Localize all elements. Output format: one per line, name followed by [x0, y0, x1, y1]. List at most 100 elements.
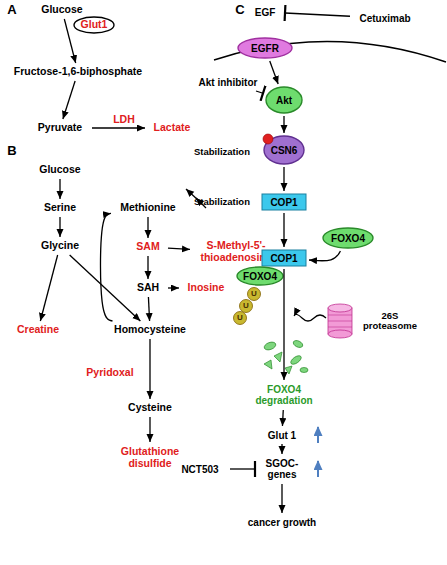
increase-arrow — [317, 427, 319, 443]
wavy-arrow — [294, 314, 326, 321]
panel-letter: C — [235, 3, 244, 16]
reaction-arrow — [149, 417, 150, 442]
reaction-arrow — [283, 269, 284, 380]
pathway-node: Akt inhibitor — [191, 75, 265, 89]
protein-box: COP1 — [261, 249, 307, 267]
protein-ellipse: FOXO4 — [322, 227, 374, 249]
node-text: EGFR — [251, 43, 279, 54]
ubiquitin-label: U — [251, 290, 257, 298]
node-text: FOXO4 — [243, 271, 277, 282]
ubiquitin-circle — [234, 312, 247, 325]
pathway-node: Glucose — [30, 163, 90, 177]
reaction-arrow — [309, 251, 340, 261]
node-text: SAM — [136, 241, 159, 253]
pathway-node: Homocysteine — [109, 323, 191, 337]
node-ellipse — [74, 17, 114, 33]
inhibition-line — [256, 91, 263, 93]
reaction-arrow — [283, 213, 284, 247]
reaction-arrow — [149, 339, 150, 399]
ubiquitin-circle — [248, 288, 261, 301]
node-text: Homocysteine — [114, 324, 186, 336]
pathway-node: Creatine — [10, 323, 66, 337]
node-text: Glucose — [39, 164, 80, 176]
reaction-arrow — [147, 256, 148, 279]
node-text: FOXO4 degradation — [244, 384, 324, 406]
reaction-arrow — [70, 255, 141, 321]
panel-letter: B — [7, 144, 16, 157]
pathway-node: FOXO4 degradation — [244, 382, 324, 408]
edge-label: LDH — [113, 114, 135, 125]
pathway-node: SAM — [130, 240, 166, 254]
reaction-arrow — [168, 248, 190, 249]
node-text: Glutathione disulfide — [110, 446, 190, 469]
reaction-arrow — [283, 167, 284, 191]
protein-ellipse: FOXO4 — [236, 266, 284, 286]
protein-ellipse: Akt — [265, 86, 303, 114]
node-text: Methionine — [120, 202, 175, 214]
panel-letter: A — [7, 3, 16, 16]
foxo4-fragments — [263, 339, 308, 374]
edge-label: Pyridoxal — [86, 367, 133, 378]
node-ellipse — [264, 136, 304, 164]
node-text: CSN6 — [271, 145, 298, 156]
protein-ellipse: Glut1 — [73, 16, 115, 34]
node-text: EGF — [255, 7, 276, 18]
node-text: Creatine — [17, 324, 59, 336]
reaction-arrow — [59, 179, 60, 199]
reaction-arrow — [100, 213, 112, 321]
pathway-node: SAH — [130, 281, 166, 295]
protein-ellipse: EGFR — [237, 37, 293, 59]
node-text: Cysteine — [128, 402, 172, 414]
ubiquitin-circle — [240, 300, 253, 313]
node-text: Glut1 — [81, 19, 108, 31]
ubiquitin-label: U — [243, 302, 249, 310]
node-text: Cetuximab — [359, 13, 410, 24]
node-ellipse — [323, 228, 373, 248]
node-rect — [262, 250, 306, 266]
increase-arrow — [317, 461, 319, 477]
node-text: Lactate — [154, 122, 191, 134]
node-text: COP1 — [270, 253, 297, 264]
node-ellipse — [237, 267, 283, 285]
node-text: Akt inhibitor — [199, 77, 258, 88]
node-text: SAH — [137, 282, 159, 294]
reaction-arrow — [59, 217, 60, 237]
pathway-node: NCT503 — [172, 462, 228, 476]
node-ellipse — [266, 87, 302, 113]
node-text: Fructose-1,6-biphosphate — [14, 66, 142, 78]
pathway-node: Fructose-1,6-biphosphate — [0, 65, 158, 79]
reaction-arrow — [92, 127, 145, 128]
protein-ellipse: CSN6 — [263, 135, 305, 165]
pathway-node: EGF — [247, 5, 283, 19]
reaction-arrow — [281, 444, 282, 454]
step-note: Stabilization — [194, 197, 250, 207]
phospho-dot — [263, 134, 273, 144]
pathway-node: Cetuximab — [352, 11, 418, 25]
node-text: COP1 — [270, 197, 297, 208]
node-text: cancer growth — [248, 517, 316, 528]
inhibition-line — [230, 468, 255, 469]
reaction-arrow — [282, 410, 284, 426]
node-text: Glut 1 — [268, 430, 296, 441]
reaction-arrow — [147, 217, 148, 238]
reaction-arrow — [63, 81, 75, 119]
pathway-node: 26S proteasome — [359, 308, 421, 334]
pathway-node: Glycine — [35, 239, 85, 253]
pathway-node: Pyruvate — [30, 121, 90, 135]
pathway-node: Lactate — [147, 121, 197, 135]
inhibition-line — [285, 13, 350, 16]
node-text: Glycine — [41, 240, 79, 252]
node-rect — [262, 194, 306, 210]
reaction-arrow — [281, 484, 282, 513]
pathway-node: Serine — [35, 201, 85, 215]
pathway-node: Cysteine — [122, 401, 178, 415]
node-ellipse — [238, 38, 292, 58]
reaction-arrow — [148, 297, 149, 321]
pathway-node: Glutathione disulfide — [110, 444, 190, 472]
pathway-node: Inosine — [181, 281, 231, 295]
